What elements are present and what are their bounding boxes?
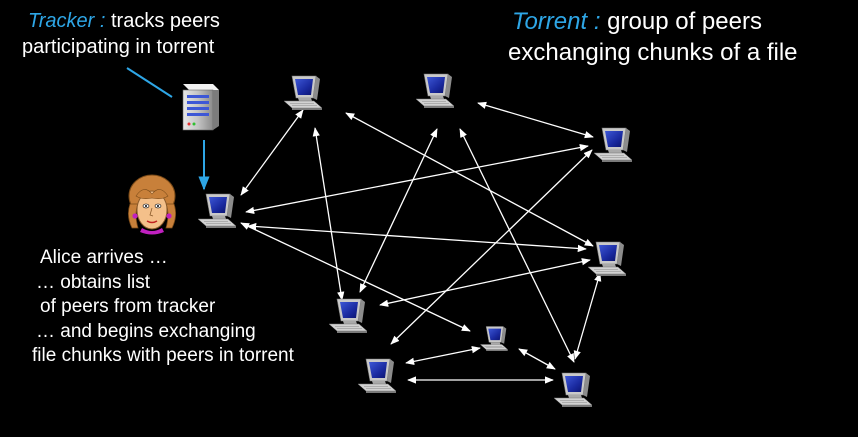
connection xyxy=(345,112,594,247)
connection xyxy=(359,128,438,293)
tracker-keyword: Tracker : xyxy=(28,10,106,32)
alice-line-2: … obtains list xyxy=(36,271,151,293)
tracker-desc-2: participating in torrent xyxy=(22,36,215,58)
tracker-pointer-line xyxy=(126,67,173,98)
connection xyxy=(312,127,345,301)
alice-description: Alice arrives … … obtains list of peers … xyxy=(32,246,294,369)
computer-icon xyxy=(328,298,368,334)
connection xyxy=(405,346,481,365)
alice-line-4: … and begins exchanging xyxy=(36,320,256,342)
connection xyxy=(245,143,589,215)
connection xyxy=(573,272,602,360)
connection xyxy=(518,348,556,370)
connection xyxy=(477,101,594,139)
alice-line-1: Alice arrives … xyxy=(40,247,168,268)
tracker-description: Tracker : tracks peers participating in … xyxy=(22,8,220,60)
connection xyxy=(459,128,575,363)
computer-icon xyxy=(283,75,323,111)
computer-icon xyxy=(357,358,397,394)
computer-icon xyxy=(415,73,455,109)
torrent-desc-1: group of peers xyxy=(600,8,762,35)
connection xyxy=(390,149,593,345)
torrent-keyword: Torrent : xyxy=(512,8,601,35)
computer-icon xyxy=(593,127,633,163)
alice-line-5: file chunks with peers in torrent xyxy=(32,345,294,366)
alice-line-3: of peers from tracker xyxy=(40,296,216,317)
tracker-desc-1: tracks peers xyxy=(105,10,220,32)
torrent-desc-2: exchanging chunks of a file xyxy=(508,39,798,66)
computer-icon xyxy=(553,372,593,408)
computer-icon xyxy=(479,326,509,352)
connection xyxy=(247,222,587,253)
computer-icon xyxy=(197,193,237,229)
tracker-server-icon xyxy=(182,84,219,131)
connection xyxy=(379,258,591,307)
computer-icon xyxy=(587,241,627,277)
peer-connections xyxy=(240,101,602,384)
connection xyxy=(240,109,304,196)
torrent-description: Torrent : group of peers exchanging chun… xyxy=(508,6,798,68)
alice-face-icon xyxy=(128,174,176,235)
